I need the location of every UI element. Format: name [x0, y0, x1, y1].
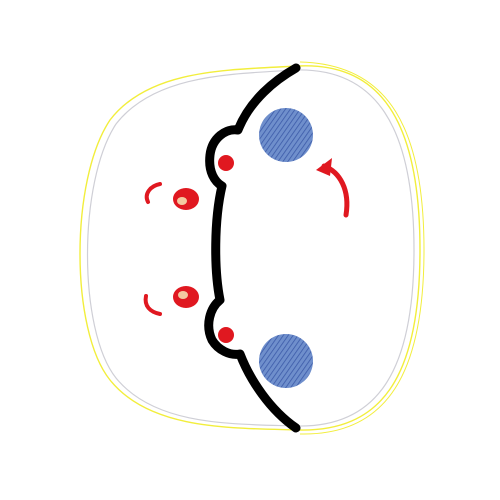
cheek-blue-top: [259, 108, 313, 162]
eyebrow-mark-lower: [143, 294, 162, 316]
top-dot: [218, 155, 234, 171]
face-line: [204, 63, 301, 433]
arrow-head: [316, 158, 332, 176]
head-outline-yellow-2: [299, 61, 425, 435]
bottom-dot: [218, 327, 234, 343]
head-outline-yellow: [79, 65, 421, 431]
cheek-blue-bottom: [259, 334, 313, 388]
eye-upper: [173, 188, 199, 210]
head-outline-gray: [86, 69, 415, 427]
eye-lower: [173, 286, 199, 308]
eyebrow-mark-upper: [144, 182, 162, 204]
